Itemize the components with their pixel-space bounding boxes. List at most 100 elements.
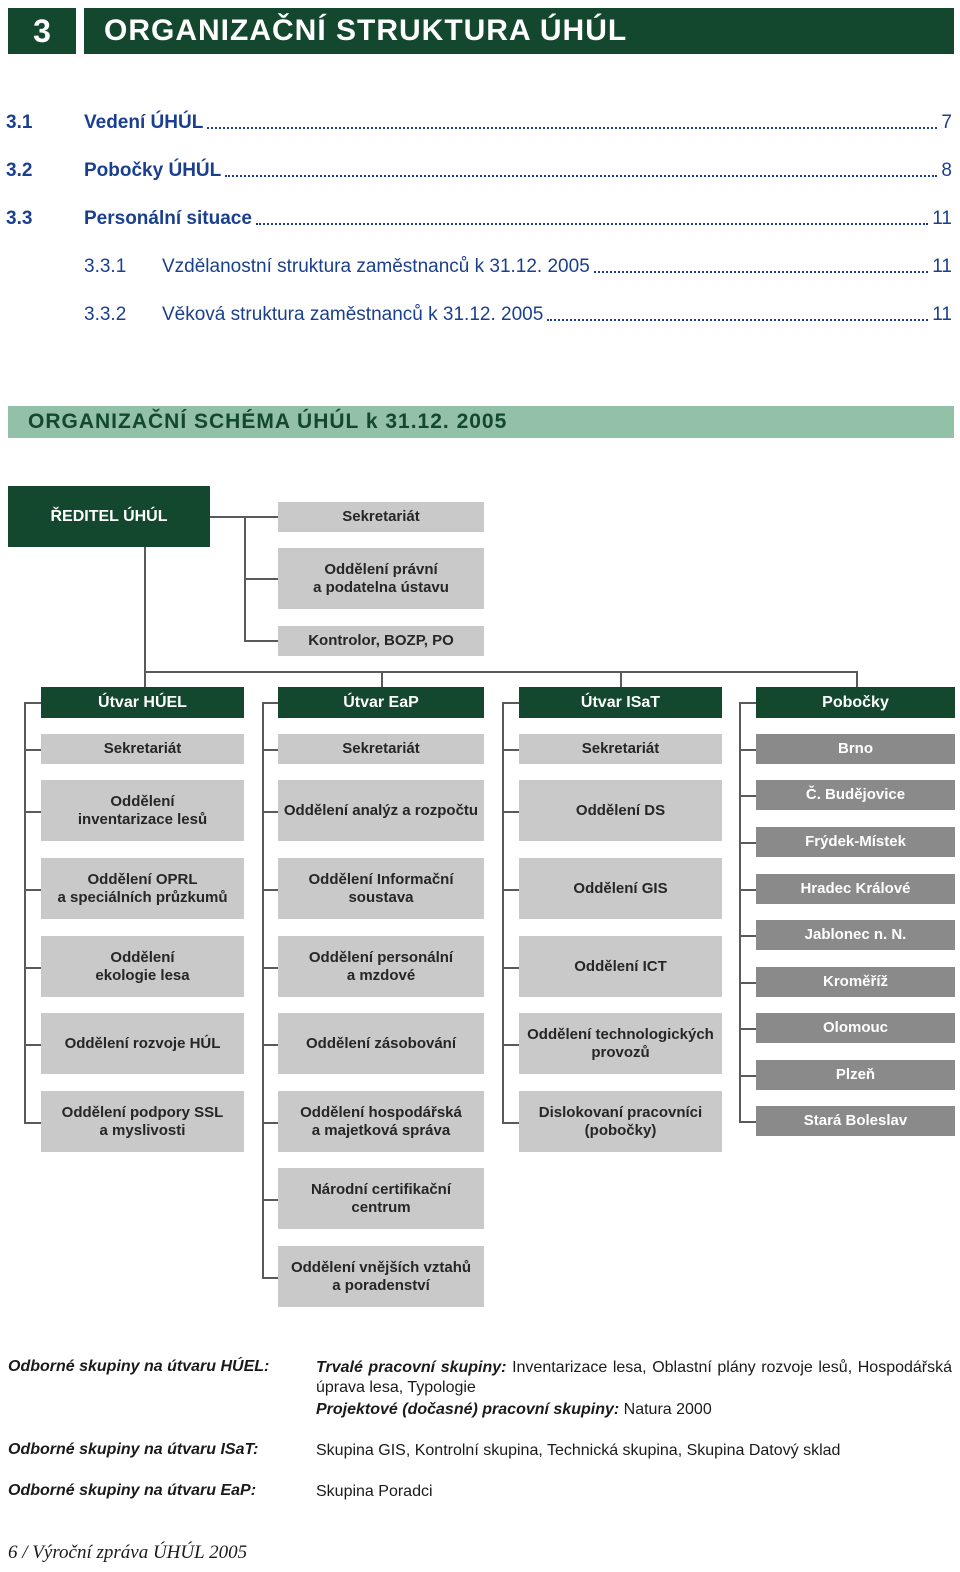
connector bbox=[24, 749, 41, 751]
connector bbox=[739, 935, 756, 937]
note-plain: Natura 2000 bbox=[619, 1401, 712, 1418]
toc-title: Pobočky ÚHÚL bbox=[84, 160, 222, 181]
note-bold: Projektové (dočasné) pracovní skupiny: bbox=[316, 1401, 620, 1418]
connector bbox=[262, 1199, 278, 1201]
toc-entry[interactable]: 3.3.2 Věková struktura zaměstnanců k 31.… bbox=[6, 296, 952, 326]
org-box: Oddělení technologických provozů bbox=[519, 1013, 722, 1074]
director-box: ŘEDITEL ÚHÚL bbox=[8, 486, 210, 547]
connector bbox=[24, 811, 41, 813]
connector bbox=[144, 547, 146, 687]
connector bbox=[244, 578, 278, 580]
connector bbox=[24, 702, 41, 704]
connector bbox=[856, 671, 858, 687]
connector bbox=[739, 982, 756, 984]
connector bbox=[739, 1075, 756, 1077]
toc-title: Vedení ÚHÚL bbox=[84, 112, 204, 133]
toc-number: 3.3.2 bbox=[84, 304, 127, 325]
toc-entry[interactable]: 3.2 Pobočky ÚHÚL 8 bbox=[6, 152, 952, 182]
note-text-huel-2: Projektové (dočasné) pracovní skupiny: N… bbox=[316, 1400, 952, 1420]
org-box: Oddělení rozvoje HÚL bbox=[41, 1013, 244, 1074]
connector bbox=[262, 1044, 278, 1046]
branch-box: Frýdek-Místek bbox=[756, 827, 955, 857]
org-box: Sekretariát bbox=[278, 734, 484, 764]
org-box: Oddělení ekologie lesa bbox=[41, 936, 244, 997]
toc-entry[interactable]: 3.1 Vedení ÚHÚL 7 bbox=[6, 104, 952, 134]
connector bbox=[739, 1121, 756, 1123]
connector bbox=[739, 702, 756, 704]
toc-entry[interactable]: 3.3 Personální situace 11 bbox=[6, 200, 952, 230]
note-text-eap: Skupina Poradci bbox=[316, 1483, 433, 1500]
toc-leader bbox=[547, 318, 929, 321]
org-box: Dislokovaní pracovníci (pobočky) bbox=[519, 1091, 722, 1152]
chapter-number: 3 bbox=[8, 8, 76, 54]
branch-box: Plzeň bbox=[756, 1060, 955, 1090]
org-box: Sekretariát bbox=[41, 734, 244, 764]
toc-page: 8 bbox=[941, 160, 952, 181]
connector bbox=[502, 811, 519, 813]
org-box: Sekretariát bbox=[519, 734, 722, 764]
unit-head-eap: Útvar EaP bbox=[278, 687, 484, 718]
branch-box: Č. Budějovice bbox=[756, 780, 955, 810]
connector bbox=[24, 1122, 41, 1124]
org-box: Oddělení Informační soustava bbox=[278, 858, 484, 919]
connector bbox=[381, 671, 383, 687]
connector bbox=[502, 702, 519, 704]
connector bbox=[502, 889, 519, 891]
unit-head-isat: Útvar ISaT bbox=[519, 687, 722, 718]
connector bbox=[739, 749, 756, 751]
org-box: Oddělení GIS bbox=[519, 858, 722, 919]
toc-leader bbox=[255, 222, 929, 225]
org-box: Národní certifikační centrum bbox=[278, 1168, 484, 1229]
toc-leader bbox=[225, 174, 938, 177]
note-text-huel: Trvalé pracovní skupiny: Inventarizace l… bbox=[316, 1358, 952, 1398]
connector bbox=[24, 967, 41, 969]
unit-head-huel: Útvar HÚEL bbox=[41, 687, 244, 718]
note-text-isat: Skupina GIS, Kontrolní skupina, Technick… bbox=[316, 1442, 841, 1459]
branch-box: Olomouc bbox=[756, 1013, 955, 1043]
connector bbox=[262, 702, 278, 704]
connector bbox=[502, 749, 519, 751]
connector bbox=[262, 889, 278, 891]
connector bbox=[502, 967, 519, 969]
toc-number: 3.3 bbox=[6, 208, 33, 229]
toc-number: 3.1 bbox=[6, 112, 33, 133]
toc-entry[interactable]: 3.3.1 Vzdělanostní struktura zaměstnanců… bbox=[6, 248, 952, 278]
branch-box: Kroměříž bbox=[756, 967, 955, 997]
connector bbox=[244, 640, 278, 642]
note-plain: Inventarizace lesa, Oblastní plány rozvo… bbox=[316, 1359, 953, 1396]
note-bold: Trvalé pracovní skupiny: bbox=[316, 1359, 507, 1376]
connector bbox=[262, 749, 278, 751]
connector bbox=[262, 702, 264, 1278]
toc-title: Věková struktura zaměstnanců k 31.12. 20… bbox=[162, 304, 544, 325]
connector bbox=[262, 1277, 278, 1279]
director-unit: Sekretariát bbox=[278, 502, 484, 532]
connector bbox=[739, 702, 741, 1122]
note-label-huel: Odborné skupiny na útvaru HÚEL: bbox=[8, 1358, 270, 1375]
page-footer: 6 / Výroční zpráva ÚHÚL 2005 bbox=[8, 1542, 248, 1563]
connector bbox=[739, 889, 756, 891]
toc-page: 11 bbox=[932, 208, 952, 229]
connector bbox=[24, 1044, 41, 1046]
branch-box: Hradec Králové bbox=[756, 874, 955, 904]
toc-title: Vzdělanostní struktura zaměstnanců k 31.… bbox=[162, 256, 590, 277]
connector bbox=[262, 967, 278, 969]
toc-leader bbox=[207, 126, 938, 129]
schema-title: ORGANIZAČNÍ SCHÉMA ÚHÚL k 31.12. 2005 bbox=[8, 406, 954, 438]
org-box: Oddělení zásobování bbox=[278, 1013, 484, 1074]
connector bbox=[739, 795, 756, 797]
org-box: Oddělení hospodářská a majetková správa bbox=[278, 1091, 484, 1152]
toc-leader bbox=[593, 270, 929, 273]
branch-box: Jablonec n. N. bbox=[756, 920, 955, 950]
connector bbox=[24, 889, 41, 891]
connector bbox=[262, 811, 278, 813]
director-unit: Oddělení právní a podatelna ústavu bbox=[278, 548, 484, 609]
branch-box: Brno bbox=[756, 734, 955, 764]
connector bbox=[502, 1122, 519, 1124]
toc-number: 3.2 bbox=[6, 160, 33, 181]
org-box: Oddělení inventarizace lesů bbox=[41, 780, 244, 841]
org-box: Oddělení ICT bbox=[519, 936, 722, 997]
connector bbox=[739, 1028, 756, 1030]
connector bbox=[24, 702, 26, 1122]
connector bbox=[502, 1044, 519, 1046]
connector bbox=[739, 842, 756, 844]
